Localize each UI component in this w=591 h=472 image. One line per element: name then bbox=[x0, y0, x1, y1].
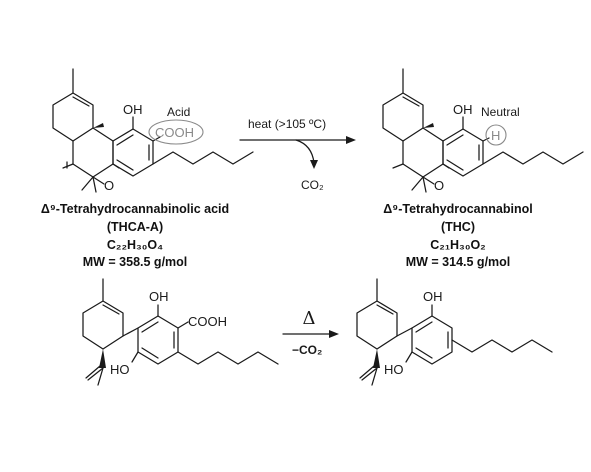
heat-condition: heat (>105 ºC) bbox=[248, 117, 326, 131]
thca-o-label: O bbox=[104, 178, 114, 193]
thc-abbr: (THC) bbox=[441, 220, 475, 234]
delta-symbol: Δ bbox=[303, 308, 316, 329]
bottom-product-oh-label: OH bbox=[423, 289, 443, 304]
thc-o-label: O bbox=[434, 178, 444, 193]
thc-oh-label: OH bbox=[453, 102, 473, 117]
thca-oh-label: OH bbox=[123, 102, 143, 117]
thca-name: Δ⁹-Tetrahydrocannabinolic acid bbox=[41, 202, 229, 216]
thca-cooh-label: COOH bbox=[155, 125, 194, 140]
top-reaction-arrow bbox=[239, 136, 356, 169]
thca-mw: MW = 358.5 g/mol bbox=[83, 255, 188, 269]
bottom-acid-oh-label: OH bbox=[149, 289, 169, 304]
thca-structure bbox=[52, 68, 254, 193]
minus-co2-condition: −CO₂ bbox=[292, 343, 322, 357]
bottom-acid-cooh-label: COOH bbox=[188, 314, 227, 329]
bottom-product-structure bbox=[356, 278, 553, 386]
cooh-highlight-ellipse bbox=[148, 119, 204, 145]
thc-formula: C₂₁H₃₀O₂ bbox=[430, 238, 485, 252]
bottom-reaction-arrow bbox=[282, 330, 339, 338]
acid-tag: Acid bbox=[167, 105, 190, 119]
thca-formula: C₂₂H₃₀O₄ bbox=[107, 238, 163, 252]
bottom-acid-ho-label: HO bbox=[110, 362, 130, 377]
bottom-acid-structure bbox=[82, 278, 279, 386]
thc-h-label: H bbox=[491, 128, 500, 143]
thca-abbr: (THCA-A) bbox=[107, 220, 163, 234]
thc-structure bbox=[382, 68, 584, 193]
co2-byproduct: CO₂ bbox=[301, 178, 324, 192]
bottom-product-ho-label: HO bbox=[384, 362, 404, 377]
h-highlight-circle bbox=[485, 124, 507, 146]
thc-mw: MW = 314.5 g/mol bbox=[406, 255, 511, 269]
thc-name: Δ⁹-Tetrahydrocannabinol bbox=[383, 202, 532, 216]
neutral-tag: Neutral bbox=[481, 105, 520, 119]
